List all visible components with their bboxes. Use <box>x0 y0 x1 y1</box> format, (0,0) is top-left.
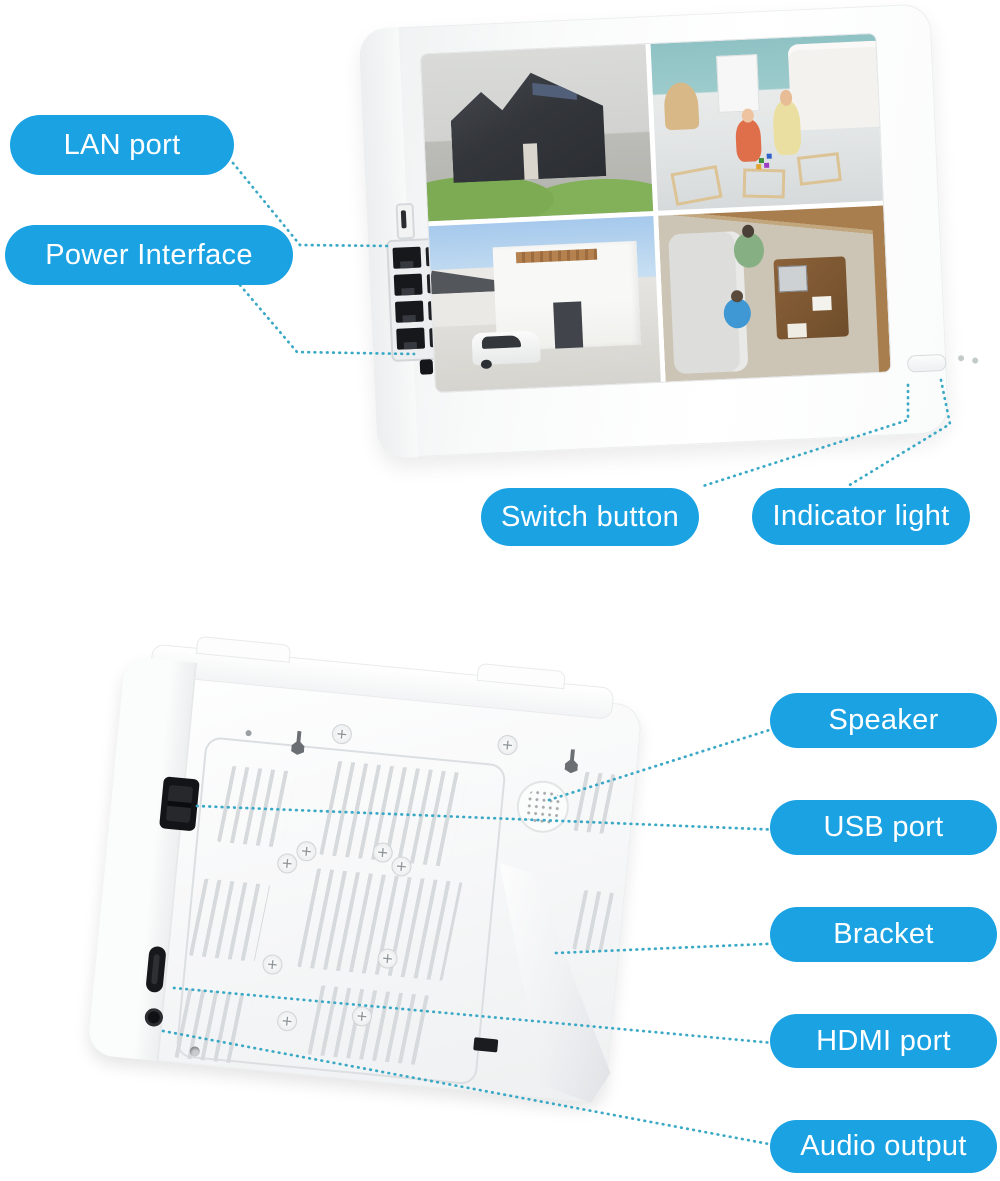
callout-switch-button: Switch button <box>481 488 699 546</box>
lan-port-4 <box>396 327 426 350</box>
wall-mount-keyhole <box>564 749 579 774</box>
vent-grille <box>572 890 615 953</box>
usb-port <box>159 776 200 832</box>
dark-house-shape <box>449 69 611 183</box>
switch-button <box>906 353 947 373</box>
callout-lan-port: LAN port <box>10 115 234 175</box>
screw: + <box>330 723 353 746</box>
coffee-table-shape <box>772 256 849 340</box>
vent-grille <box>573 771 616 834</box>
camera-feed-white-house <box>428 215 661 393</box>
vent-grille <box>319 760 468 867</box>
speaker-grille <box>514 778 572 836</box>
side-slot <box>395 202 416 240</box>
person-shape <box>733 232 765 269</box>
bottom-connector <box>473 1037 499 1053</box>
wooden-frame-shape <box>670 164 722 206</box>
callout-power-interface: Power Interface <box>5 225 293 285</box>
monitor-screen <box>419 32 892 394</box>
callout-speaker: Speaker <box>770 693 997 748</box>
wooden-frame-shape <box>796 152 842 187</box>
wooden-frame-shape <box>742 168 785 199</box>
camera-feed-dark-house <box>420 44 654 221</box>
vent-grille <box>307 985 432 1065</box>
screw: + <box>496 734 519 756</box>
child-shape <box>735 118 762 162</box>
wall-mount-keyhole <box>291 730 306 755</box>
callout-audio-output: Audio output <box>770 1120 997 1173</box>
child-shape <box>772 100 802 155</box>
rattan-chair-shape <box>663 81 700 130</box>
camera-feed-kids-room <box>650 33 883 211</box>
lan-port-3 <box>394 300 424 323</box>
indicator-light <box>972 357 979 364</box>
suv-car-shape <box>471 330 541 366</box>
dresser-shape <box>716 54 760 113</box>
callout-bracket: Bracket <box>770 907 997 962</box>
nvr-monitor-front-view <box>358 3 979 459</box>
lan-port-1 <box>392 246 422 269</box>
vent-grille <box>174 988 254 1064</box>
camera-feed-living-room <box>658 205 891 382</box>
callout-hdmi-port: HDMI port <box>770 1014 997 1068</box>
pinhole <box>245 729 252 737</box>
callout-indicator-light: Indicator light <box>752 488 970 545</box>
power-interface-port <box>419 359 434 375</box>
indicator-light <box>957 355 965 362</box>
callout-usb-port: USB port <box>770 800 997 855</box>
person-shape <box>722 297 752 329</box>
lan-port-2 <box>393 273 423 296</box>
gray-house-shape <box>428 267 501 328</box>
bed-shape <box>787 40 883 131</box>
